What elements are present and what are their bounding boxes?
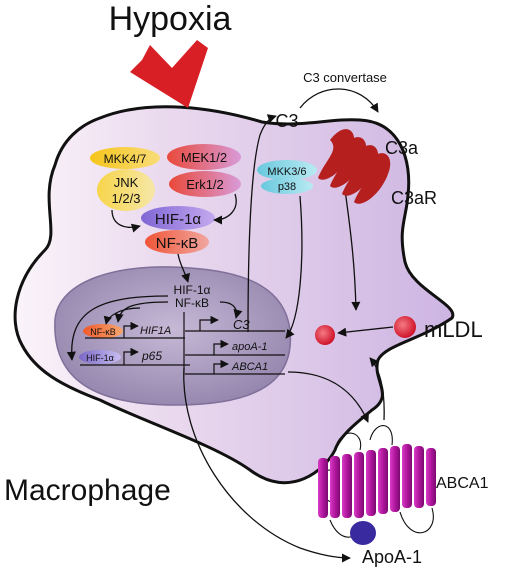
jnk-label-line1: JNK [114,175,139,190]
c3ar-receptor [318,129,391,204]
hif1a-gene-line [85,326,185,339]
apoa1-label: ApoA-1 [362,547,422,567]
mek12-label: MEK1/2 [181,150,227,165]
arrow-abca1gene-to-abca1 [287,371,369,423]
p65-gene-label: p65 [141,349,162,363]
jnk-node [97,169,155,211]
p38-node [261,178,313,194]
c3-convertase-label: C3 convertase [303,70,387,85]
ldl-internal-particle [315,325,335,345]
arrow-c3-convertase [299,88,379,113]
arrow-nuc-to-c3-gene [219,301,243,319]
nfkb-label: NF-κB [156,235,199,252]
arrow-nfkb-to-nucleus [177,253,191,283]
arrow-abca1-to-ldl [369,357,385,421]
erk12-node [169,171,241,197]
c3a-label: C3a [385,138,419,158]
mkk47-label: MKK4/7 [104,152,147,166]
hypoxia-title: Hypoxia [109,0,232,38]
abca1-transporter [318,425,436,538]
p65-gene-line [80,352,190,366]
arrow-nuc-to-hif1a-gene [114,301,169,323]
nuc-hif1a-label: HIF-1α [174,283,211,297]
abca1-gene-label: ABCA1 [231,361,268,373]
abca1-gene-line [185,364,285,375]
arrow-jnk-to-hif [111,209,141,233]
c3-label: C3 [275,111,298,131]
arrow-apoa1gene-to-apoa1 [183,367,351,563]
hif1a-node [141,206,215,230]
nfkb-node [145,230,209,254]
c3ar-label: C3aR [391,188,437,208]
abca1-label: ABCA1 [436,475,489,492]
nuc-hif1a-small-node [79,350,121,364]
arrow-c3gene-to-c3 [247,114,277,333]
p38-label: p38 [278,181,296,193]
jnk-label-line2: 1/2/3 [112,191,141,206]
mkk36-node [257,160,317,180]
apoa1-gene-label: apoA-1 [232,341,267,353]
nuc-nfkb-small-node [83,324,123,338]
mldl-label: mLDL [424,317,483,342]
arrow-c3ar-to-ldl [344,189,361,311]
hypoxia-arrow [130,40,208,108]
apoa1-gene-line [185,344,285,356]
apoa1-particle [350,521,376,545]
mek12-node [167,144,241,170]
arrow-nuc-loop-left [66,295,169,361]
nuc-nfkb-label: NF-κB [175,296,209,310]
erk12-label: Erk1/2 [186,177,224,192]
mldl-particle [394,316,416,338]
arrow-mldl-to-ldl [337,326,394,337]
nuc-nfkb-small-label: NF-κB [90,327,116,337]
hif1a-gene-label: HIF1A [140,325,171,337]
mkk47-node [90,147,160,169]
c3-gene-line [185,320,285,332]
mkk36-label: MKK3/6 [267,166,306,178]
arrow-nfkb-feedback [103,307,141,325]
c3-gene-label: C3 [233,317,250,332]
macrophage-label: Macrophage [4,474,171,507]
hif1a-label: HIF-1α [155,211,202,228]
nuc-hif1a-small-label: HIF-1α [86,353,114,363]
arrow-erk-to-hif [213,193,237,225]
arrow-p38-to-apoa1 [285,195,303,339]
